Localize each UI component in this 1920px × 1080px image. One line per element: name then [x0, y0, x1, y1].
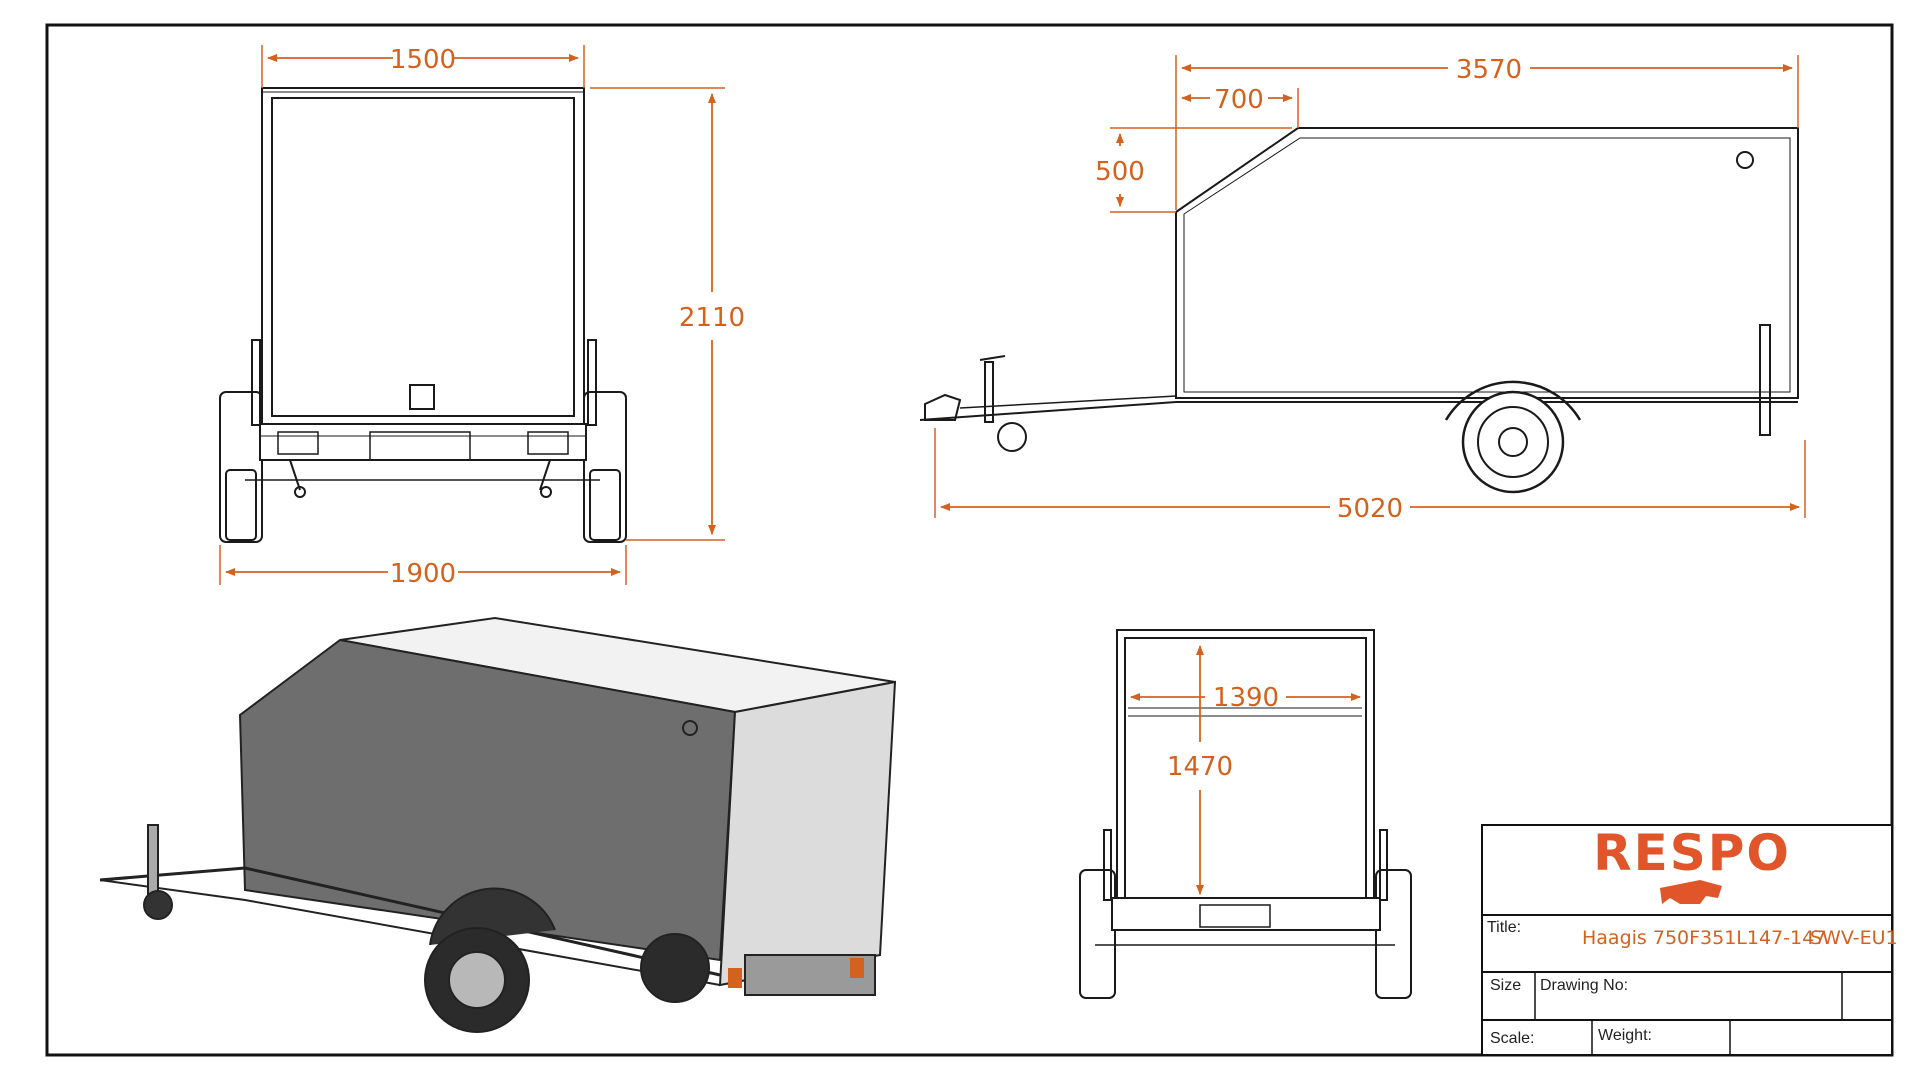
- dim-side-box-length: 3570: [1456, 55, 1522, 85]
- dim-rear-inner-width: 1390: [1213, 683, 1279, 713]
- dim-side-nose-length: 700: [1214, 85, 1264, 115]
- rear-view: [1079, 629, 1412, 999]
- weight-label: Weight:: [1598, 1027, 1652, 1044]
- front-dimensions: 1500 2110 1900: [219, 45, 745, 589]
- title-label: Title:: [1487, 919, 1521, 936]
- front-view: [219, 87, 627, 543]
- title-value: Haagis 750F351L147-147: [1582, 927, 1826, 949]
- dim-side-nose-height: 500: [1095, 157, 1145, 187]
- size-label: Size: [1490, 977, 1521, 994]
- title-code: SWV-EU1: [1810, 927, 1898, 949]
- sheet-border: [45, 23, 1894, 1057]
- isometric-view: [99, 616, 897, 1033]
- rear-dimensions: 1390 1470: [1130, 645, 1361, 895]
- brand-logo-text: RESPO: [1593, 824, 1791, 882]
- title-block: [1481, 824, 1893, 1056]
- dim-front-height: 2110: [679, 303, 745, 333]
- bull-logo-icon: [1660, 880, 1722, 904]
- scale-label: Scale:: [1490, 1030, 1534, 1047]
- side-view: [919, 127, 1799, 494]
- side-dimensions: 3570 700 500 5020: [934, 55, 1806, 524]
- dim-front-top-width: 1500: [390, 45, 456, 75]
- drawing-no-label: Drawing No:: [1540, 977, 1628, 994]
- dim-rear-inner-height: 1470: [1167, 752, 1233, 782]
- dim-front-total-width: 1900: [390, 559, 456, 589]
- dim-side-total-length: 5020: [1337, 494, 1403, 524]
